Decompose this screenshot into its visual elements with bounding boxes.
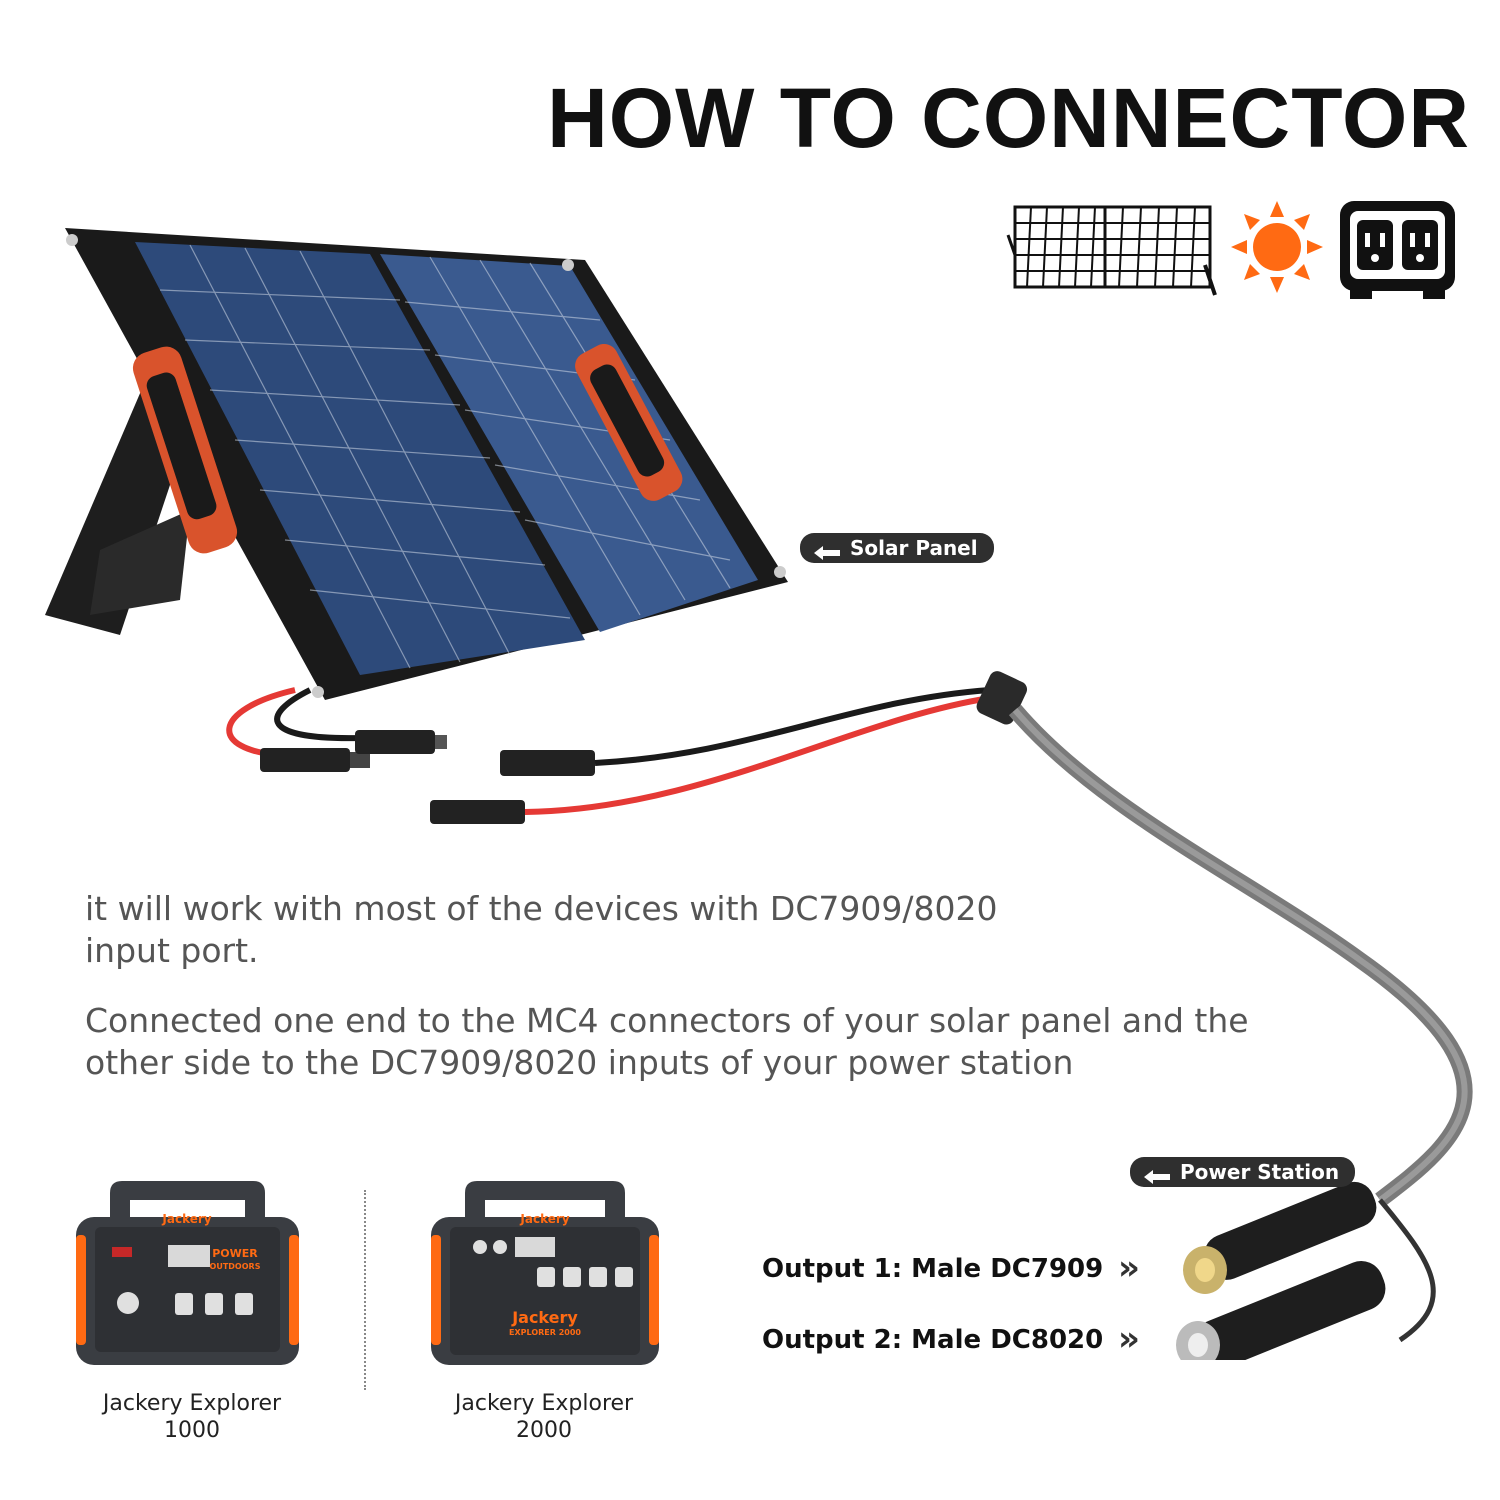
svg-text:Jackery: Jackery [519,1212,569,1226]
mc4-connector-left-2 [355,730,447,754]
solar-panel-icon [1006,205,1217,296]
device-name-line: Jackery Explorer [454,1391,634,1416]
cable-assembly [226,671,1473,1360]
dc7909-plug [1183,1181,1377,1294]
device-model-line: 2000 [516,1418,572,1443]
svg-text:OUTDOORS: OUTDOORS [210,1262,261,1271]
description-line-3: Connected one end to the MC4 connectors … [85,1001,1249,1040]
description-block-1: it will work with most of the devices wi… [85,888,997,972]
description-line-2: input port. [85,931,259,970]
device-caption-2000: Jackery Explorer 2000 [424,1390,664,1444]
power-outlet-icon [1340,201,1455,299]
double-chevron-icon: » [1118,1248,1140,1288]
mc4-connector-left-1 [260,748,370,772]
description-block-2: Connected one end to the MC4 connectors … [85,1000,1249,1084]
device-model-line: 1000 [164,1418,220,1443]
power-station-label: Power Station [1130,1157,1356,1187]
jackery-1000-image: Jackery POWER OUTDOORS [76,1181,299,1365]
jackery-2000-image: Jackery Jackery EXPLORER 2000 [431,1181,659,1365]
description-line-4: other side to the DC7909/8020 inputs of … [85,1043,1074,1082]
svg-text:Jackery: Jackery [511,1308,578,1327]
arrow-left-icon [814,541,840,560]
device-caption-1000: Jackery Explorer 1000 [72,1390,312,1444]
arrow-left-icon [1144,1165,1170,1184]
double-chevron-icon: » [1118,1319,1140,1359]
svg-text:POWER: POWER [212,1247,258,1260]
power-station-label-text: Power Station [1180,1160,1340,1184]
solar-panel-label: Solar Panel [800,533,994,563]
solar-panel-image [45,228,788,700]
dc8020-plug [1176,1260,1386,1360]
mc4-connector-right-1 [500,750,595,776]
device-name-line: Jackery Explorer [102,1391,282,1416]
svg-text:Jackery: Jackery [161,1212,211,1226]
icon-row [1006,201,1455,299]
sun-icon [1231,201,1323,293]
mc4-connector-right-2 [430,800,525,824]
description-line-1: it will work with most of the devices wi… [85,889,998,928]
output-2-label: Output 2: Male DC8020 [762,1325,1104,1355]
solar-panel-label-text: Solar Panel [850,536,978,560]
device-divider [364,1190,366,1390]
svg-text:EXPLORER 2000: EXPLORER 2000 [509,1328,581,1337]
page-title: HOW TO CONNECTOR [547,71,1470,165]
output-1-label: Output 1: Male DC7909 [762,1254,1104,1284]
